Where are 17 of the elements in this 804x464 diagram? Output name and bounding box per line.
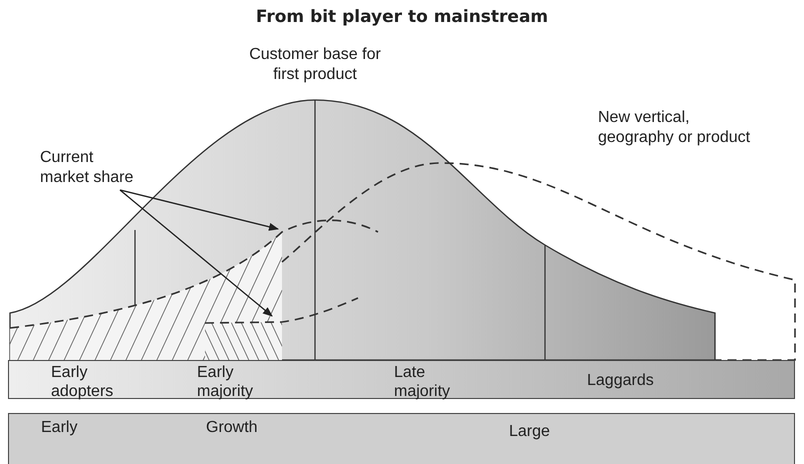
curve-label: New vertical, geography or product: [598, 108, 752, 148]
segment-label: Early adopters: [51, 363, 114, 401]
curve-label: Customer base for first product: [248, 45, 382, 85]
leader-line: [120, 189, 279, 231]
stage-label: Early: [41, 418, 78, 437]
stage-label: Large: [509, 422, 551, 441]
hatched-area: [10, 232, 282, 360]
segment-band: [8, 413, 795, 464]
segment-label: Laggards: [587, 371, 655, 390]
stage-label: Growth: [206, 418, 259, 437]
segment-band: [8, 360, 795, 399]
leader-line: [120, 190, 273, 317]
title: From bit player to mainstream: [254, 6, 550, 28]
callout-text: Current market share: [40, 148, 140, 188]
hatched-area: [205, 322, 282, 360]
segment-label: Late majority: [394, 363, 452, 401]
segment-label: Early majority: [197, 363, 254, 401]
